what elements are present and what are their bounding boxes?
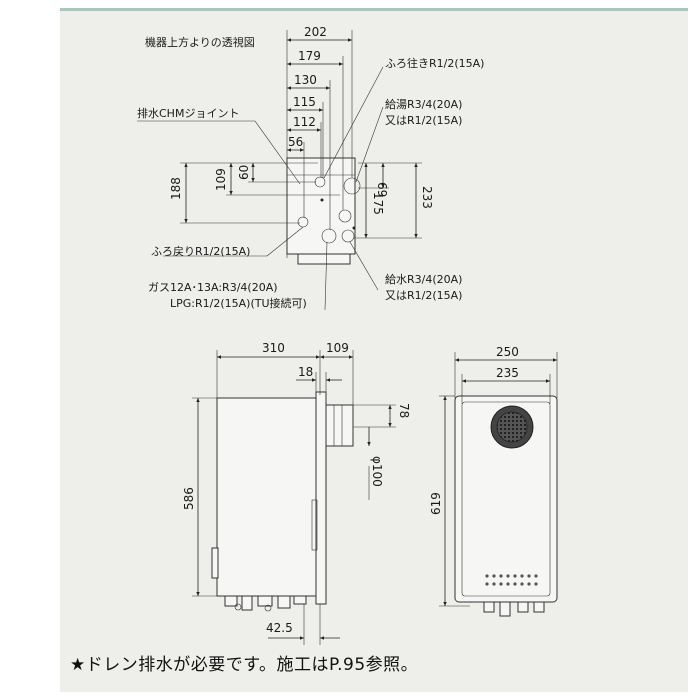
dim-69: 69 (375, 182, 389, 197)
label-hot-supply-2: 又はR1/2(15A) (385, 114, 462, 127)
side-view-dimensions (192, 350, 396, 645)
label-bath-return: ふろ戻りR1/2(15A) (151, 245, 250, 258)
dim-78: 78 (397, 403, 411, 418)
dim-phi100: φ100 (370, 456, 384, 487)
water-port (341, 229, 355, 243)
dim-233: 233 (420, 186, 434, 209)
drain-port (338, 209, 352, 223)
dim-175: 175 (371, 192, 385, 215)
dim-109: 109 (214, 168, 228, 191)
top-view-leaders (137, 66, 384, 311)
top-height-dimensions-left (180, 162, 340, 224)
gas-port (321, 228, 337, 244)
dim-188: 188 (169, 177, 183, 200)
dim-619: 619 (429, 492, 443, 515)
front-grille-dots (485, 574, 538, 586)
view-title: 機器上方よりの透視図 (145, 35, 255, 49)
dim-235: 235 (496, 366, 519, 380)
label-hot-supply-1: 給湯R3/4(20A) (385, 97, 462, 111)
dim-130: 130 (294, 73, 317, 87)
dim-179: 179 (298, 49, 321, 63)
label-drain-joint: 排水CHMジョイント (137, 106, 239, 120)
dim-112: 112 (293, 115, 316, 129)
diagram-panel (60, 8, 688, 692)
top-height-dimensions-right (354, 162, 422, 239)
label-gas-2: LPG:R1/2(15A)(TU接続可) (170, 296, 307, 310)
dim-310: 310 (262, 341, 285, 355)
dim-115: 115 (293, 95, 316, 109)
dim-18: 18 (298, 365, 313, 379)
front-view-unit (454, 395, 558, 617)
label-water-2: 又はR1/2(15A) (385, 289, 462, 302)
dim-586: 586 (182, 487, 196, 510)
front-view-dimensions (439, 352, 558, 607)
dim-109-side: 109 (326, 341, 349, 355)
top-view-unit (286, 157, 361, 265)
side-view-unit (211, 391, 354, 612)
footnote-drain-notice: ★ドレン排水が必要です。施工はP.95参照。 (70, 655, 419, 675)
label-water-1: 給水R3/4(20A) (385, 272, 462, 286)
dim-250: 250 (496, 345, 519, 359)
label-gas-1: ガス12A･13A:R3/4(20A) (148, 281, 278, 294)
dim-60: 60 (237, 165, 251, 180)
label-bath-supply: ふろ往きR1/2(15A) (385, 56, 484, 70)
top-width-dimensions (286, 30, 353, 258)
dim-42-5: 42.5 (266, 621, 293, 635)
dim-202: 202 (304, 25, 327, 39)
dim-56: 56 (288, 135, 303, 149)
